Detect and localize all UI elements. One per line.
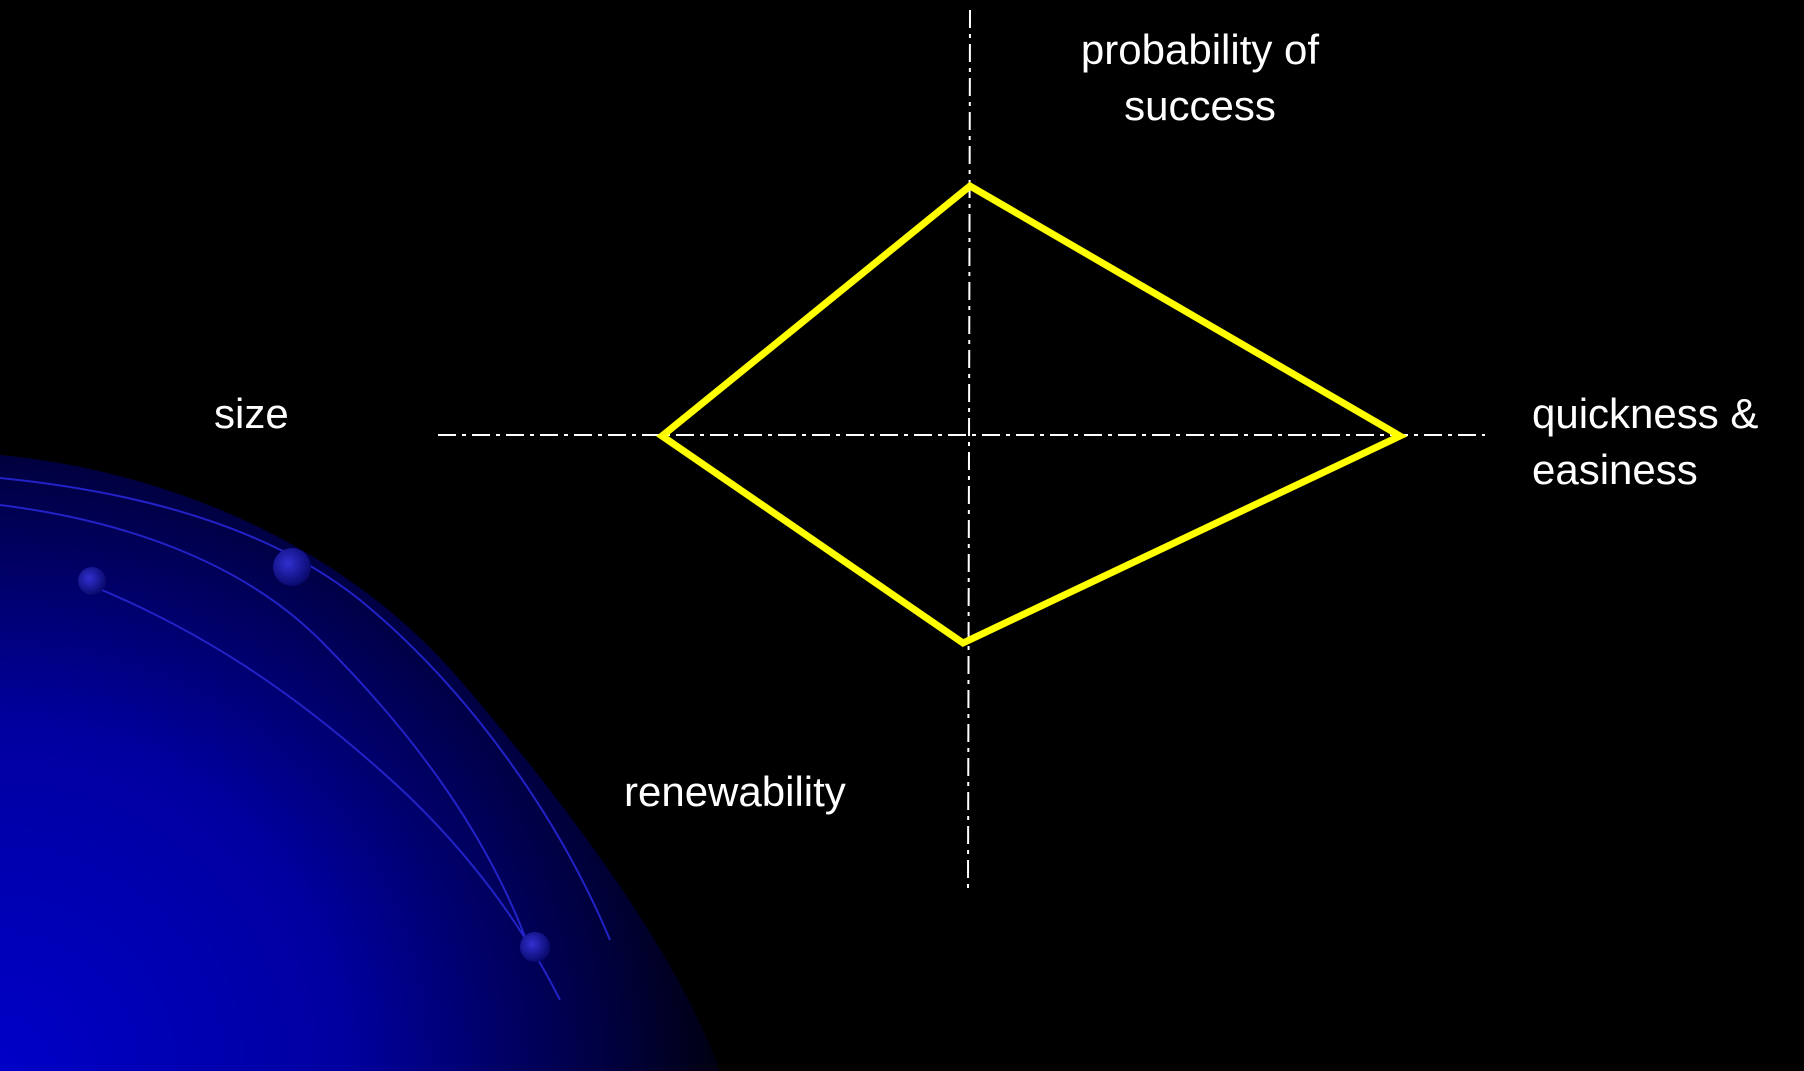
rating-shape [656,181,1408,648]
right-axis-label: quickness & easiness [1532,386,1758,498]
top-axis-label-line-2: success [1124,82,1276,129]
right-axis-label-line-1: quickness & [1532,390,1759,437]
orbit-bead-1 [273,548,311,586]
vertical-axis [967,9,971,891]
right-axis-label-line-2: easiness [1532,446,1698,493]
decorative-sphere [0,455,720,1071]
orbit-line-2 [0,504,531,951]
orbit-line-1 [0,477,611,941]
left-axis-label: size [214,386,289,442]
left-axis-label-line-1: size [214,390,289,437]
bottom-axis-label-line-1: renewability [624,768,846,815]
orbit-bead-2 [78,567,106,595]
top-axis-label: probability of success [1040,22,1360,134]
top-axis-label-line-1: probability of [1080,26,1320,73]
bottom-axis-label: renewability [624,764,846,820]
orbit-line-3 [89,584,561,1001]
orbit-bead-3 [520,932,550,962]
